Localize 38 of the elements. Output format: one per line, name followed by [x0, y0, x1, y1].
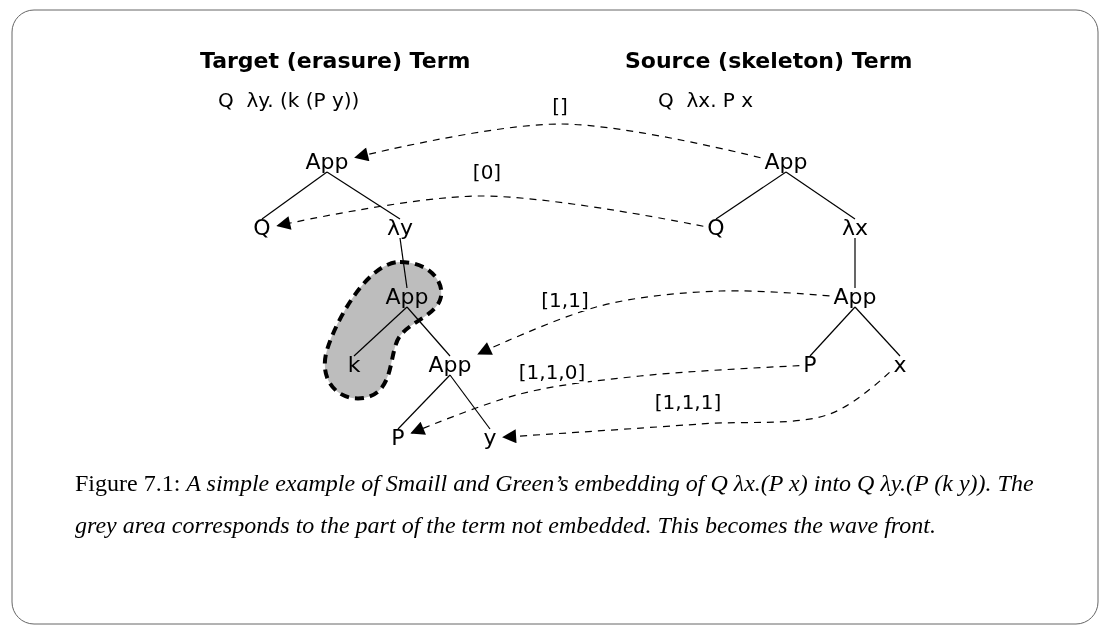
dashed-arrow: [410, 365, 800, 435]
edge-label: [1,1]: [539, 289, 591, 311]
tree-branch: [715, 171, 787, 220]
dashed-arrow: [502, 371, 891, 444]
tree-node-label: y: [482, 426, 498, 450]
tree-node-label: λx: [841, 216, 869, 240]
tree-branch: [809, 306, 856, 357]
term-formula: Q λx. P x: [658, 88, 754, 112]
tree-branch: [406, 306, 451, 357]
tree-branch: [397, 374, 451, 430]
tree-node-label: x: [892, 353, 908, 377]
tree-node-label: App: [832, 285, 878, 309]
tree-node-label: Q: [252, 216, 272, 240]
tree-node-label: k: [346, 353, 362, 377]
tree-branch: [449, 374, 491, 430]
tree-branch: [353, 306, 408, 357]
tree-node-label: Q: [706, 216, 726, 240]
tree-node-label: P: [802, 353, 818, 377]
tree-node-label: App: [304, 150, 350, 174]
tree-node-label: App: [384, 285, 430, 309]
tree-branch: [854, 237, 856, 289]
heading: Target (erasure) Term: [200, 48, 471, 73]
heading: Source (skeleton) Term: [625, 48, 913, 73]
tree-node-label: λy: [386, 216, 414, 240]
dashed-arrow: [276, 195, 704, 230]
tree-node-label: App: [763, 150, 809, 174]
tree-branch: [326, 171, 401, 220]
tree-branch: [854, 306, 901, 357]
tree-branch: [785, 171, 856, 220]
term-formula: Q λy. (k (P y)): [218, 88, 360, 112]
edge-label: []: [550, 95, 570, 117]
tree-node-label: App: [427, 353, 473, 377]
figure-caption: Figure 7.1: A simple example of Smaill and Green’s embedding of Q λx.(P x) into Q λy.(P (k y)). The grey area corresponds to the part of the term not embedded. This becomes the wave front.: [75, 469, 1035, 540]
tree-branch: [399, 237, 408, 289]
dashed-arrow: [354, 123, 762, 162]
tree-node-label: P: [390, 426, 406, 450]
tree-branch: [261, 171, 328, 220]
dashed-arrow: [477, 290, 831, 355]
